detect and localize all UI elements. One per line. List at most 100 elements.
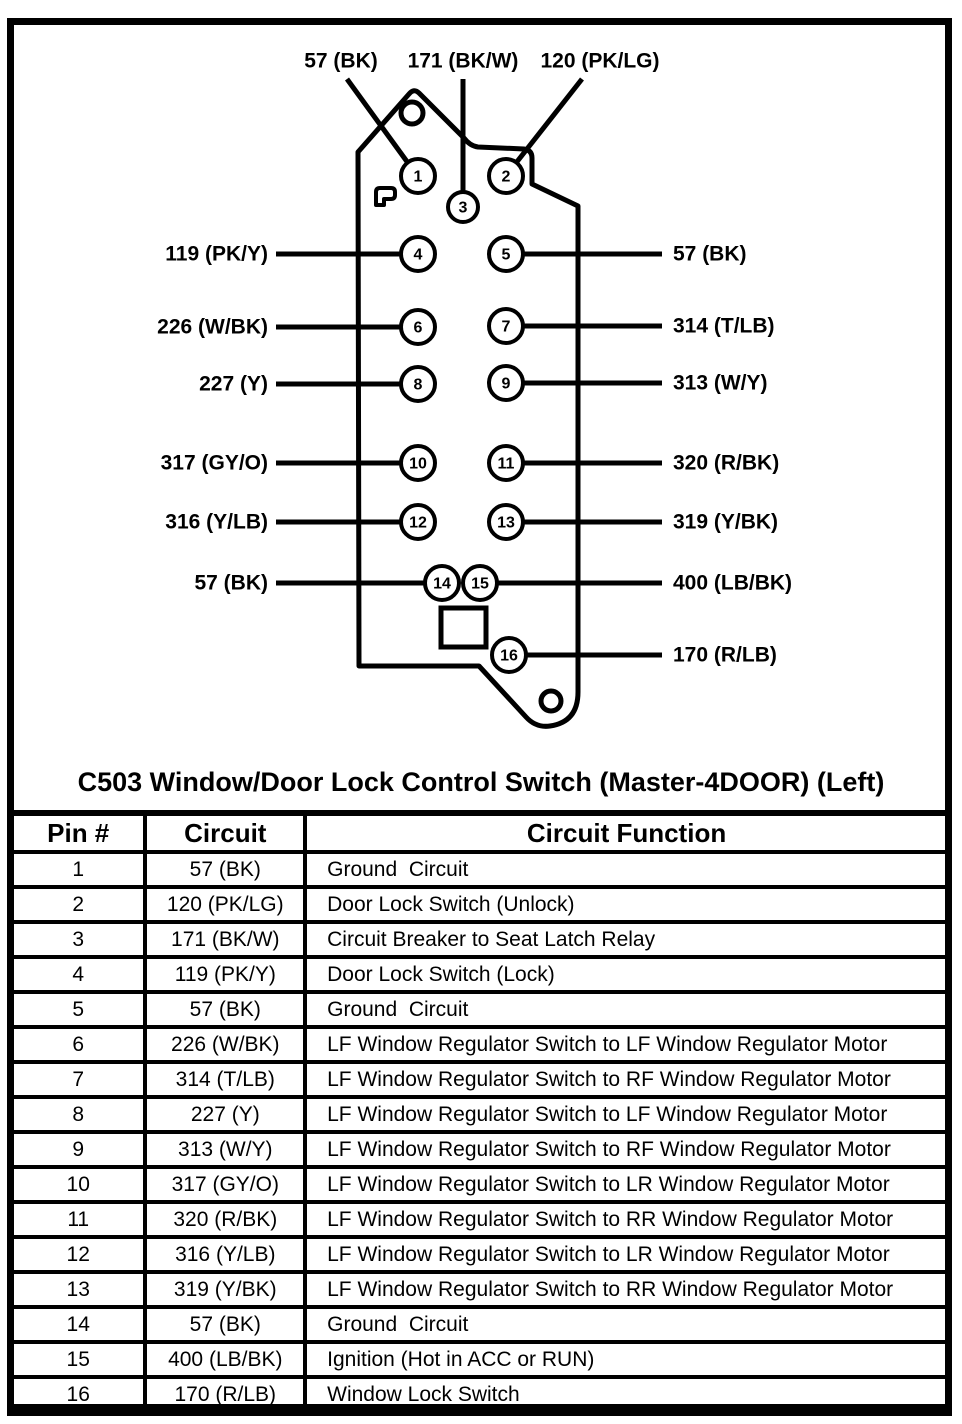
pin-number-10: 10	[409, 456, 427, 473]
circuit-function-cell: LF Window Regulator Switch to LF Window …	[303, 1095, 951, 1134]
circuit-function-cell: LF Window Regulator Switch to RR Window …	[303, 1270, 951, 1309]
pin-number-4: 4	[414, 247, 423, 264]
wire-label-left-12: 316 (Y/LB)	[165, 511, 268, 534]
mounting-hole-top-icon	[398, 99, 426, 127]
pin-circle-5	[487, 235, 525, 273]
pin-number-11: 11	[498, 456, 515, 473]
pin-number-14: 14	[433, 576, 451, 593]
pin-number-cell: 16	[7, 1375, 148, 1415]
pin-number-6: 6	[414, 320, 423, 337]
wire-label-right-7: 314 (T/LB)	[673, 315, 775, 338]
circuit-cell: 320 (R/BK)	[143, 1200, 308, 1239]
pin-circle-14	[423, 564, 461, 602]
circuit-function-cell: Ground Circuit	[303, 1305, 951, 1344]
wire-label-right-16: 170 (R/LB)	[673, 644, 777, 667]
circuit-cell: 314 (T/LB)	[143, 1060, 308, 1099]
wire-label-left-8: 227 (Y)	[199, 373, 268, 396]
pin-number-cell: 10	[7, 1165, 148, 1204]
circuit-function-cell: LF Window Regulator Switch to LR Window …	[303, 1235, 951, 1274]
pin-number-1: 1	[414, 169, 423, 186]
pin-number-cell: 13	[7, 1270, 148, 1309]
circuit-function-cell: LF Window Regulator Switch to LF Window …	[303, 1025, 951, 1064]
pin-circle-8	[399, 365, 437, 403]
wire-label-right-13: 319 (Y/BK)	[673, 511, 778, 534]
diagram-title: C503 Window/Door Lock Control Switch (Ma…	[77, 767, 885, 797]
pin-number-12: 12	[409, 515, 427, 532]
pin-number-cell: 1	[7, 850, 148, 889]
wire-label-right-5: 57 (BK)	[673, 243, 747, 266]
blank-cavity-square	[438, 605, 489, 650]
polarization-key-icon	[374, 186, 397, 207]
pin-number-9: 9	[502, 376, 511, 393]
circuit-cell: 400 (LB/BK)	[143, 1340, 308, 1379]
circuit-function-cell: Ground Circuit	[303, 850, 951, 889]
header-circuit: Circuit	[143, 811, 308, 854]
circuit-cell: 316 (Y/LB)	[143, 1235, 308, 1274]
pin-number-cell: 4	[7, 955, 148, 994]
circuit-function-cell: LF Window Regulator Switch to RF Window …	[303, 1060, 951, 1099]
wire-label-right-9: 313 (W/Y)	[673, 372, 768, 395]
pin-number-cell: 8	[7, 1095, 148, 1134]
pin-number-cell: 12	[7, 1235, 148, 1274]
pin-number-cell: 2	[7, 885, 148, 924]
circuit-cell: 313 (W/Y)	[143, 1130, 308, 1169]
pin-circle-4	[399, 235, 437, 273]
pin-number-8: 8	[414, 377, 423, 394]
connector-outline	[355, 88, 581, 729]
circuit-cell: 317 (GY/O)	[143, 1165, 308, 1204]
circuit-function-cell: Door Lock Switch (Lock)	[303, 955, 951, 994]
pin-circle-6	[399, 308, 437, 346]
wire-label-left-6: 226 (W/BK)	[157, 316, 268, 339]
circuit-cell: 120 (PK/LG)	[143, 885, 308, 924]
pin-circle-9	[487, 364, 525, 402]
pin-number-cell: 5	[7, 990, 148, 1029]
circuit-function-cell: LF Window Regulator Switch to RR Window …	[303, 1200, 951, 1239]
circuit-function-cell: Door Lock Switch (Unlock)	[303, 885, 951, 924]
circuit-cell: 227 (Y)	[143, 1095, 308, 1134]
circuit-cell: 57 (BK)	[143, 850, 308, 889]
wire-label-left-4: 119 (PK/Y)	[165, 243, 268, 266]
pin-number-cell: 9	[7, 1130, 148, 1169]
pin-circle-10	[399, 444, 437, 482]
pin-number-cell: 6	[7, 1025, 148, 1064]
circuit-cell: 226 (W/BK)	[143, 1025, 308, 1064]
circuit-function-cell: Window Lock Switch	[303, 1375, 951, 1415]
circuit-cell: 170 (R/LB)	[143, 1375, 308, 1415]
pin-circle-1	[399, 157, 437, 195]
wire-label-left-14: 57 (BK)	[194, 572, 268, 595]
pin-number-7: 7	[502, 319, 511, 336]
wire-label-left-10: 317 (GY/O)	[161, 452, 268, 475]
pin-number-cell: 11	[7, 1200, 148, 1239]
pin-circle-15	[461, 564, 499, 602]
pin-circle-16	[490, 636, 528, 674]
circuit-function-cell: LF Window Regulator Switch to LR Window …	[303, 1165, 951, 1204]
circuit-function-cell: Ignition (Hot in ACC or RUN)	[303, 1340, 951, 1379]
connector-diagram: 57 (BK)171 (BK/W)120 (PK/LG)119 (PK/Y)22…	[157, 50, 792, 729]
wire-label-right-15: 400 (LB/BK)	[673, 572, 792, 595]
mounting-hole-bottom-icon	[538, 688, 564, 714]
header-circuit-function: Circuit Function	[303, 811, 951, 854]
pin-number-16: 16	[500, 648, 518, 665]
leader-line-pin-2	[514, 77, 584, 165]
pin-number-cell: 15	[7, 1340, 148, 1379]
pin-circle-11	[487, 444, 525, 482]
wire-label-top-1: 57 (BK)	[304, 50, 378, 73]
leader-line-pin-1	[344, 77, 411, 165]
